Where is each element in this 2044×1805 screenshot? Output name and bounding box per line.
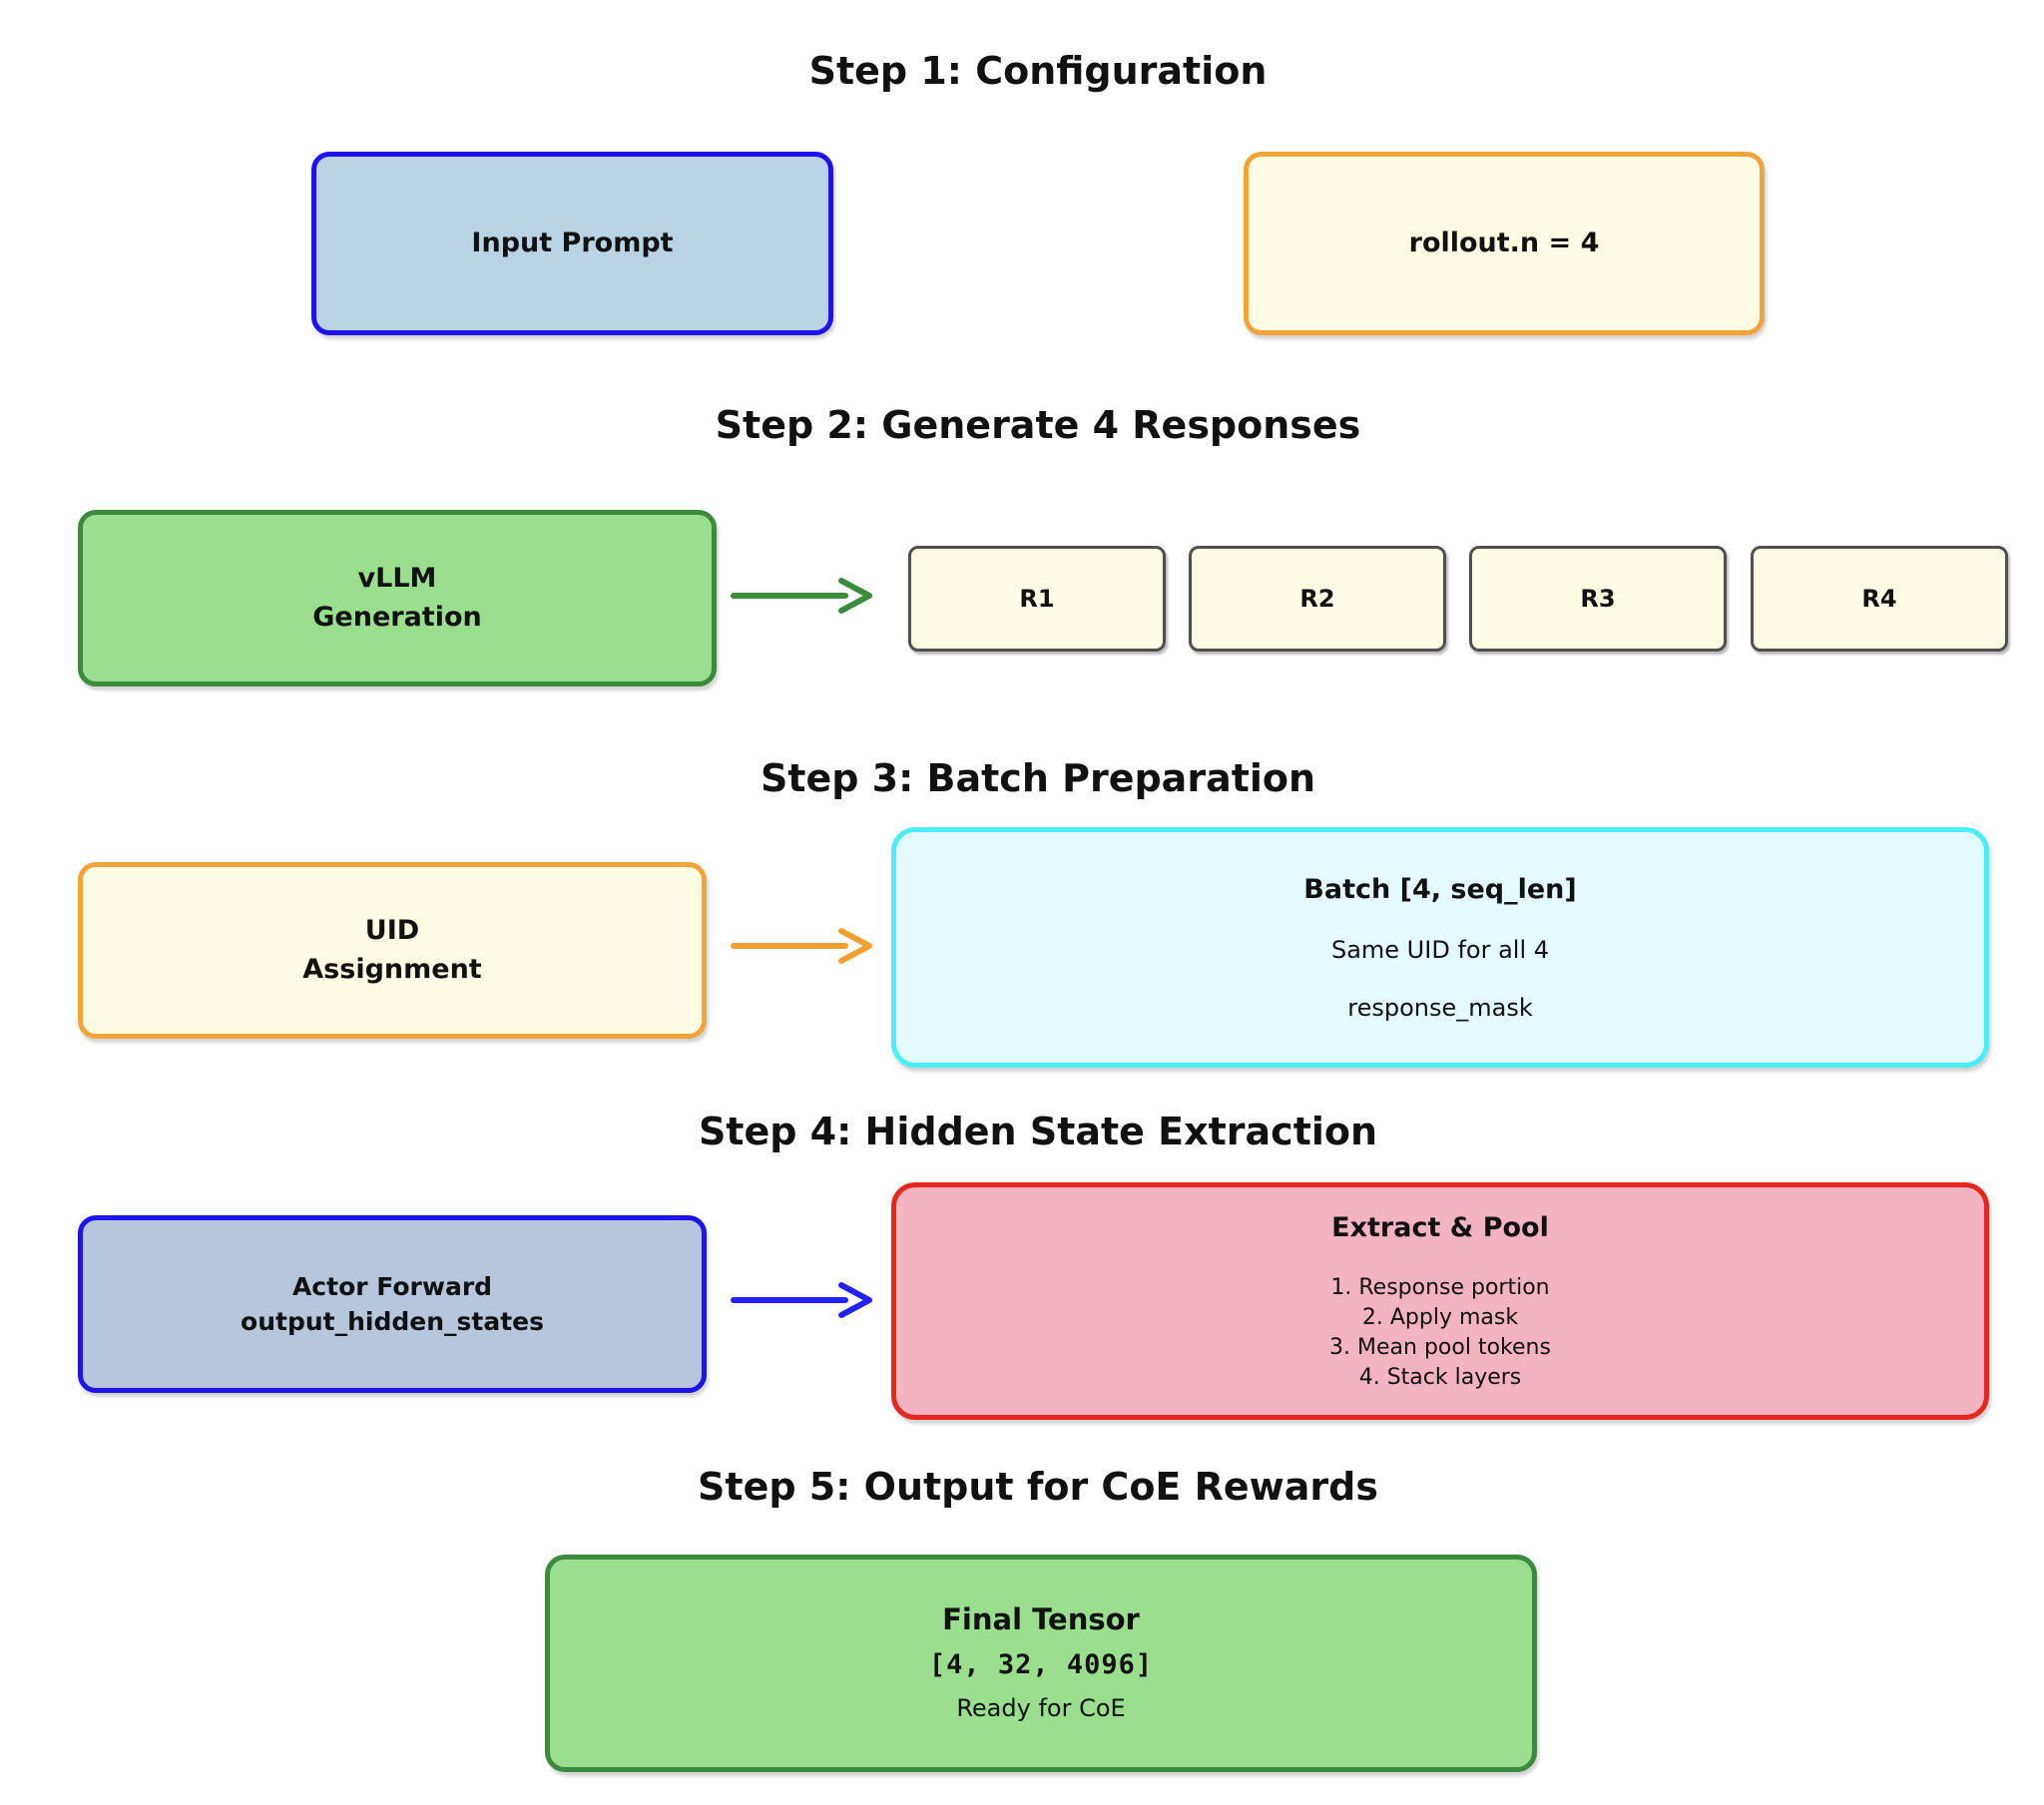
rollout-config-label: rollout.n = 4 (1408, 226, 1600, 258)
batch-response-mask: response_mask (1347, 993, 1533, 1022)
extract-pool-box: Extract & Pool 1. Response portion 2. Ap… (891, 1182, 1989, 1420)
response-box-r4: R4 (1751, 546, 2008, 652)
uid-label-line2: Assignment (302, 953, 482, 985)
extract-step-4: 4. Stack layers (1358, 1365, 1522, 1391)
final-tensor-note: Ready for CoE (956, 1694, 1126, 1723)
final-tensor-box: Final Tensor [4, 32, 4096] Ready for CoE (545, 1555, 1537, 1772)
step4-title: Step 4: Hidden State Extraction (698, 1110, 1378, 1153)
response-box-r3: R3 (1469, 546, 1727, 652)
response-box-r2: R2 (1189, 546, 1446, 652)
step1-title: Step 1: Configuration (808, 49, 1268, 93)
vllm-label-line1: vLLM (357, 563, 437, 595)
extract-step-1: 1. Response portion (1330, 1275, 1550, 1301)
actor-label-line1: Actor Forward (291, 1271, 493, 1301)
response-label-r2: R2 (1299, 584, 1335, 613)
vllm-generation-box: vLLM Generation (78, 510, 717, 686)
batch-box: Batch [4, seq_len] Same UID for all 4 re… (891, 827, 1989, 1068)
vllm-label-line2: Generation (312, 601, 482, 633)
actor-label-line2: output_hidden_states (241, 1307, 544, 1336)
response-label-r3: R3 (1580, 584, 1616, 613)
extract-pool-title: Extract & Pool (1331, 1212, 1549, 1244)
response-label-r4: R4 (1861, 584, 1897, 613)
step5-title: Step 5: Output for CoE Rewards (698, 1465, 1378, 1509)
arrow-uid-to-batch-icon (730, 924, 879, 968)
extract-step-2: 2. Apply mask (1361, 1305, 1519, 1331)
step2-title: Step 2: Generate 4 Responses (715, 403, 1361, 447)
arrow-actor-to-extract-icon (730, 1278, 879, 1322)
actor-forward-box: Actor Forward output_hidden_states (78, 1215, 707, 1393)
arrow-vllm-to-responses-icon (730, 574, 879, 618)
uid-label-line1: UID (364, 915, 420, 947)
final-tensor-title: Final Tensor (942, 1601, 1140, 1636)
uid-assignment-box: UID Assignment (78, 862, 707, 1039)
input-prompt-box: Input Prompt (311, 152, 833, 335)
step3-title: Step 3: Batch Preparation (760, 756, 1316, 800)
extract-step-3: 3. Mean pool tokens (1329, 1335, 1551, 1361)
final-tensor-shape: [4, 32, 4096] (928, 1649, 1154, 1681)
input-prompt-label: Input Prompt (471, 226, 674, 258)
response-box-r1: R1 (908, 546, 1166, 652)
response-label-r1: R1 (1019, 584, 1055, 613)
batch-subtitle: Same UID for all 4 (1330, 936, 1550, 965)
batch-title: Batch [4, seq_len] (1303, 874, 1577, 906)
rollout-config-box: rollout.n = 4 (1244, 152, 1765, 335)
